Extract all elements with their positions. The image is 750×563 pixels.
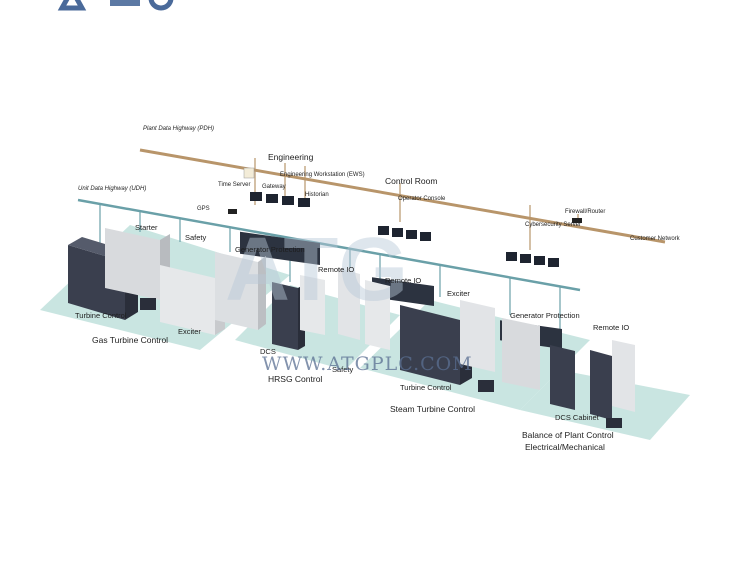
customer-network-label: Customer Network: [630, 236, 681, 242]
time-server-label: Time Server: [218, 182, 250, 188]
control-room-label: Control Room: [385, 176, 437, 186]
hrsg-remote-io-label: Remote IO: [318, 265, 354, 274]
gateway-label: Gateway: [262, 184, 286, 190]
bop-equipment: [550, 340, 635, 428]
gt-safety-label: Safety: [185, 233, 207, 242]
engineering-label: Engineering: [268, 152, 314, 162]
gas-turbine-equipment: [68, 228, 266, 335]
plant-highway-label: Plant Data Highway (PDH): [143, 126, 214, 132]
engineering-workstation: [228, 167, 320, 265]
steam-turbine-title: Steam Turbine Control: [390, 404, 475, 414]
gt-turbine-control-label: Turbine Control: [75, 311, 127, 320]
hrsg-title: HRSG Control: [268, 374, 322, 384]
gt-exciter-label: Exciter: [178, 327, 201, 336]
operator-console-label: Operator Console: [398, 196, 446, 202]
gas-turbine-title: Gas Turbine Control: [92, 335, 168, 345]
st-generator-protection-label: Generator Protection: [510, 311, 580, 320]
st-remote-io-label: Remote IO: [385, 276, 421, 285]
unit-highway-label: Unit Data Highway (UDH): [78, 186, 146, 192]
bop-title-line2: Electrical/Mechanical: [525, 442, 605, 452]
bop-dcs-cabinet-label: DCS Cabinet: [555, 413, 600, 422]
labels: Plant Data Highway (PDH) Unit Data Highw…: [75, 126, 681, 452]
starter-label: Starter: [135, 223, 158, 232]
hrsg-safety-label: Safety: [332, 365, 354, 374]
unit-data-highway: [77, 198, 581, 335]
firewall-router-device: [572, 218, 582, 223]
plant-data-highway: [139, 148, 666, 250]
watermark-url: WWW.ATGPLC.COM: [262, 353, 473, 375]
st-turbine-control-label: Turbine Control: [400, 383, 452, 392]
bop-title-line1: Balance of Plant Control: [522, 430, 614, 440]
gt-generator-protection-label: Generator Protection: [235, 245, 305, 254]
hrsg-equipment: [272, 268, 390, 350]
st-exciter-label: Exciter: [447, 289, 470, 298]
svg-text:ATG: ATG: [225, 220, 408, 320]
hrsg-dcs-label: DCS: [260, 347, 276, 356]
ews-label: Engineering Workstation (EWS): [280, 172, 365, 178]
historian-label: Historian: [305, 192, 329, 198]
gear-icon: [148, 0, 174, 11]
bop-remote-io-label: Remote IO: [593, 323, 629, 332]
firewall-router-label: Firewall/Router: [565, 209, 605, 215]
gps-label: GPS: [197, 206, 210, 212]
cybersecurity-server-label: Cybersecurity Server: [525, 222, 581, 228]
brand-logo: [57, 0, 174, 11]
watermark-logo: ATG: [225, 220, 408, 320]
steam-turbine-equipment: [400, 300, 540, 392]
